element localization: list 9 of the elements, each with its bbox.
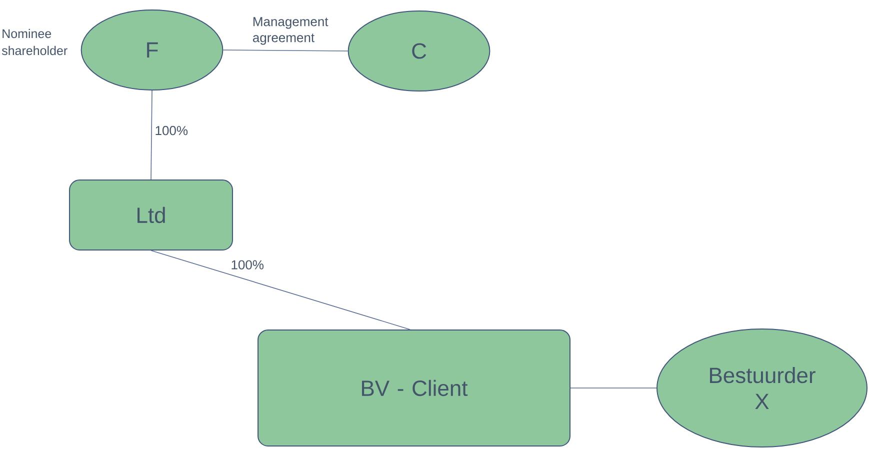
connector-line (150, 90, 152, 180)
edge-label: 100% (156, 126, 188, 136)
edge-label: 100% (232, 260, 264, 270)
edge-label: Management agreement (252, 17, 328, 45)
connector-line (150, 250, 410, 330)
process-box: BV - Client (258, 329, 570, 446)
side-label: Nominee shareholder (2, 28, 68, 56)
process-box: Ltd (69, 180, 233, 250)
connector-line (222, 50, 348, 52)
